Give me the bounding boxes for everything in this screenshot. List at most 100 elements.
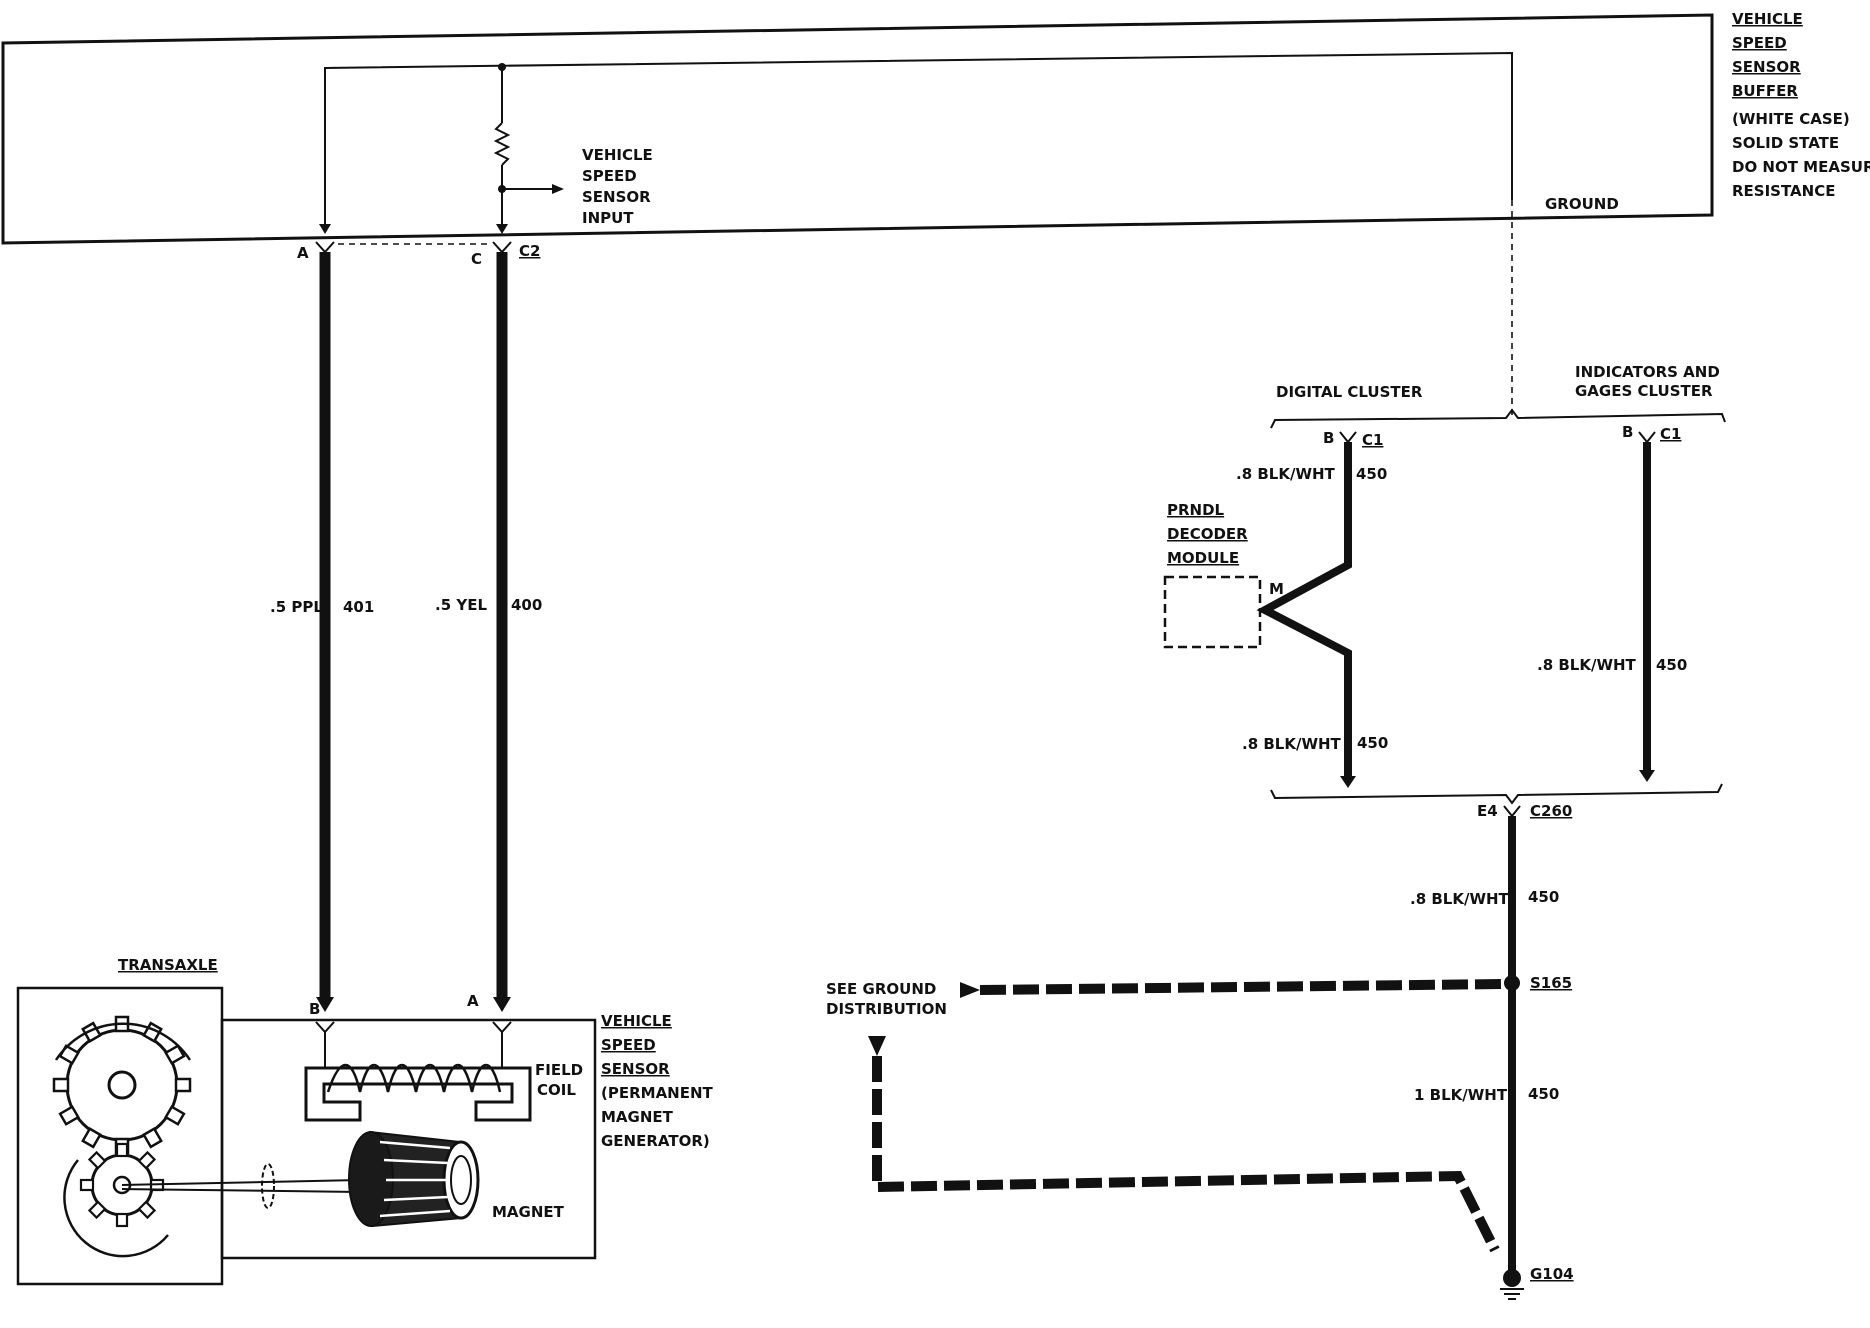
vss-title: SENSOR — [601, 1060, 670, 1078]
buffer-title-line: SPEED — [1732, 34, 1787, 52]
wire-color: .8 BLK/WHT — [1410, 890, 1510, 908]
splice-dot — [1504, 975, 1520, 991]
indicators-cluster-label: GAGES CLUSTER — [1575, 382, 1713, 400]
wire-circuit: 401 — [343, 598, 374, 616]
input-label: SPEED — [582, 167, 637, 185]
connector-label: C1 — [1660, 425, 1681, 443]
transaxle-box — [16, 986, 224, 1286]
pin-label: E4 — [1477, 802, 1498, 820]
wire-color: .8 BLK/WHT — [1537, 656, 1637, 674]
wire-circuit: 450 — [1528, 888, 1559, 906]
transaxle: TRANSAXLE — [16, 956, 224, 1286]
dashed-ground-wire — [979, 979, 1505, 995]
transaxle-label: TRANSAXLE — [118, 956, 218, 974]
pin-label: A — [297, 244, 309, 262]
cluster-bottom-bracket — [1270, 783, 1723, 805]
buffer-title-line: BUFFER — [1732, 82, 1798, 100]
input-label: VEHICLE — [582, 146, 653, 164]
ground-label: G104 — [1530, 1265, 1574, 1283]
wire-segment — [1256, 442, 1352, 776]
see-ground-label: SEE GROUND — [826, 980, 936, 998]
field-coil-label: FIELD — [535, 1061, 583, 1079]
arrow-icon — [1340, 776, 1356, 788]
wire-dc-450: .8 BLK/WHT 450 .8 BLK/WHT 450 — [1236, 442, 1388, 788]
vss-note: GENERATOR) — [601, 1132, 710, 1150]
pin-label: B — [1323, 429, 1334, 447]
buffer-note: RESISTANCE — [1732, 182, 1835, 200]
vss-note: (PERMANENT — [601, 1084, 714, 1102]
arrow-icon — [493, 997, 511, 1012]
wire-color: .5 PPL — [270, 598, 323, 616]
indicators-cluster-label: INDICATORS AND — [1575, 363, 1720, 381]
wire-circuit: 450 — [1656, 656, 1687, 674]
prndl-label: DECODER — [1167, 525, 1248, 543]
rotation-icon — [261, 1163, 275, 1209]
arrow-icon — [552, 184, 564, 194]
field-core — [304, 1066, 532, 1122]
vss-title: VEHICLE — [601, 1012, 672, 1030]
field-coil-icon — [326, 1063, 502, 1093]
see-ground-label: DISTRIBUTION — [826, 1000, 947, 1018]
ground-dot — [1503, 1269, 1521, 1287]
vss-title: SPEED — [601, 1036, 656, 1054]
input-label: SENSOR — [582, 188, 651, 206]
arrow-icon — [960, 982, 980, 998]
ground-circuit: E4 C260 .8 BLK/WHT 450 1 BLK/WHT 450 S16… — [826, 802, 1574, 1300]
pin-label: A — [467, 992, 479, 1010]
field-coil-label: COIL — [537, 1081, 576, 1099]
arrow-icon — [1639, 770, 1655, 782]
buffer-note: (WHITE CASE) — [1732, 110, 1850, 128]
connector-pin-icon — [492, 1021, 512, 1034]
wire-color: .5 YEL — [435, 596, 487, 614]
dashed-ground-wire — [872, 1056, 1500, 1253]
connector-pin-icon — [315, 1021, 335, 1034]
speed-sensor-buffer: VEHICLE SPEED SENSOR BUFFER (WHITE CASE)… — [1, 10, 1870, 245]
connector-pin-icon — [315, 241, 335, 254]
wire-color: .8 BLK/WHT — [1236, 465, 1336, 483]
wire-circuit: 450 — [1356, 465, 1387, 483]
buffer-title-line: SENSOR — [1732, 58, 1801, 76]
buffer-note: DO NOT MEASURE — [1732, 158, 1870, 176]
wire-circuit: 450 — [1528, 1085, 1559, 1103]
pin-label: M — [1269, 580, 1284, 598]
cluster-top-bracket — [1270, 408, 1726, 429]
wire-color: .8 BLK/WHT — [1242, 735, 1342, 753]
pin-label: B — [309, 1000, 320, 1018]
prndl-box — [1163, 575, 1262, 649]
buffer-title-line: VEHICLE — [1732, 10, 1803, 28]
pin-label: B — [1622, 423, 1633, 441]
wire-ig-450: .8 BLK/WHT 450 — [1537, 442, 1687, 782]
splice-label: S165 — [1530, 974, 1572, 992]
resistor-symbol — [493, 122, 511, 166]
arrow-icon — [496, 224, 508, 234]
connector-pin-icon — [492, 241, 512, 254]
shaft-line — [121, 1179, 361, 1186]
wire-400: .5 YEL 400 — [435, 252, 542, 1012]
magnet-label: MAGNET — [492, 1203, 565, 1221]
connector-label: C260 — [1530, 802, 1572, 820]
prndl-label: MODULE — [1167, 549, 1239, 567]
connector-label: C2 — [519, 242, 540, 260]
arrow-icon — [868, 1036, 886, 1056]
digital-cluster-label: DIGITAL CLUSTER — [1276, 383, 1423, 401]
connector-pin-icon — [1339, 431, 1357, 444]
buffer-note: SOLID STATE — [1732, 134, 1839, 152]
vehicle-speed-sensor: B A FIELD COIL MAGNET VEHICLE — [121, 992, 714, 1260]
ground-label: GROUND — [1545, 195, 1619, 213]
connector-label: C1 — [1362, 431, 1383, 449]
wire-circuit: 450 — [1357, 734, 1388, 752]
prndl-label: PRNDL — [1167, 501, 1225, 519]
wire-color: 1 BLK/WHT — [1414, 1086, 1508, 1104]
vss-box — [220, 1018, 597, 1260]
arrow-icon — [316, 997, 334, 1012]
shaft-line — [121, 1188, 361, 1193]
connector-pin-icon — [1503, 805, 1521, 818]
connector-pin-icon — [1638, 431, 1656, 444]
cluster-section: DIGITAL CLUSTER INDICATORS AND GAGES CLU… — [1163, 200, 1726, 805]
buffer-internal-line — [324, 51, 1513, 226]
connector-c2: A C C2 — [297, 241, 540, 268]
pin-label: C — [471, 250, 482, 268]
magnet-icon — [348, 1130, 480, 1228]
wire-401: .5 PPL 401 — [270, 252, 374, 1012]
